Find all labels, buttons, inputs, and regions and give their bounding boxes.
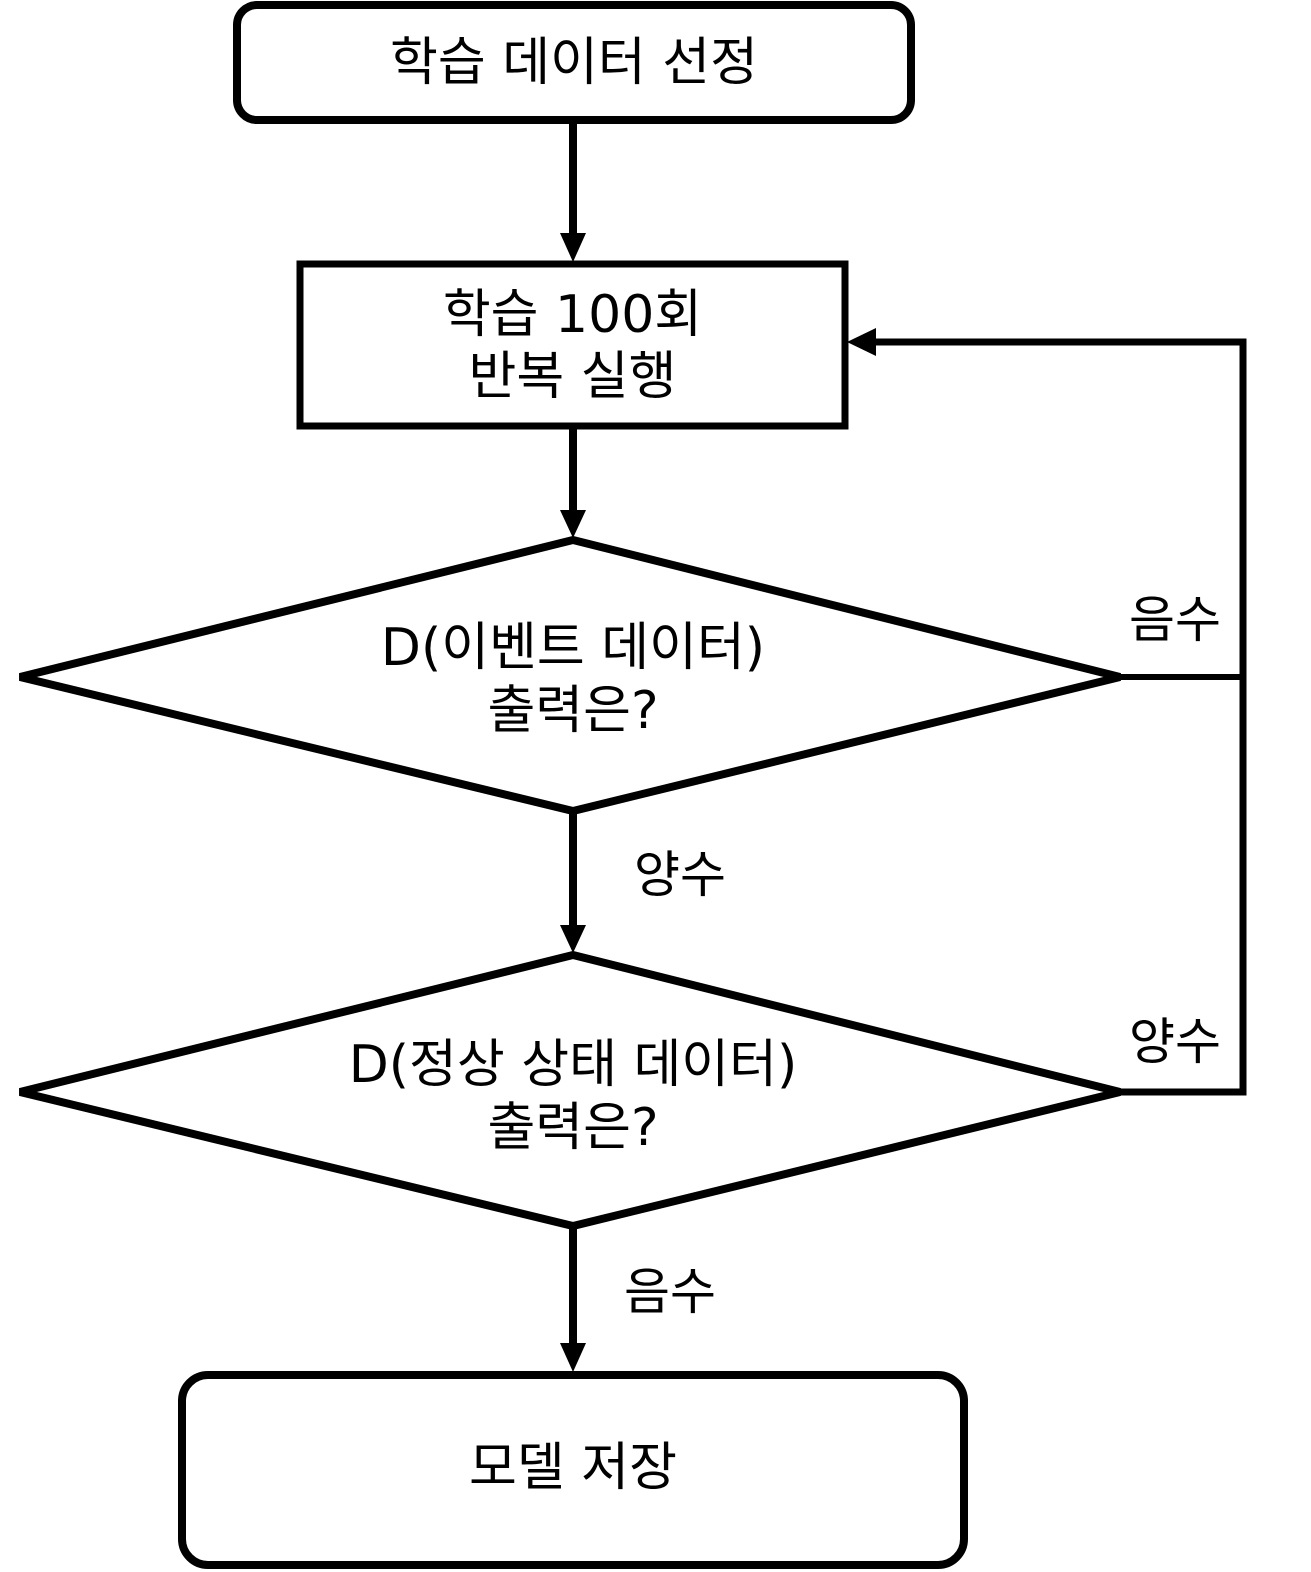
edge-label-d1-negative: 음수 <box>1129 591 1221 649</box>
edge-label-d2-positive: 양수 <box>1129 1013 1221 1071</box>
edge-decision1-to-decision2-arrowhead <box>560 925 586 953</box>
edge-decision2-to-end-arrowhead <box>560 1343 586 1372</box>
decision-event-label-line1: D(이벤트 데이터) <box>380 618 766 678</box>
edge-label-d1-positive: 양수 <box>634 846 726 904</box>
end-node <box>178 1371 968 1569</box>
edge-start-to-train-arrowhead <box>560 233 586 262</box>
train-node <box>296 260 849 430</box>
decision-normal-label-line1: D(정상 상태 데이터) <box>348 1035 798 1095</box>
edge-loop-arrowhead <box>847 328 876 356</box>
end-node-label: 모델 저장 <box>469 1438 677 1498</box>
edge-label-d2-negative: 음수 <box>624 1263 716 1321</box>
start-node-label: 학습 데이터 선정 <box>390 33 758 93</box>
decision-event-label-line2: 출력은? <box>487 681 659 741</box>
edge-decision2-loop-back <box>872 338 1247 1096</box>
train-node-label-line1: 학습 100회 <box>442 285 703 345</box>
train-node-label-line2: 반복 실행 <box>468 347 677 407</box>
decision-normal-label-line2: 출력은? <box>487 1098 659 1158</box>
edge-train-to-decision1-arrowhead <box>560 510 586 538</box>
